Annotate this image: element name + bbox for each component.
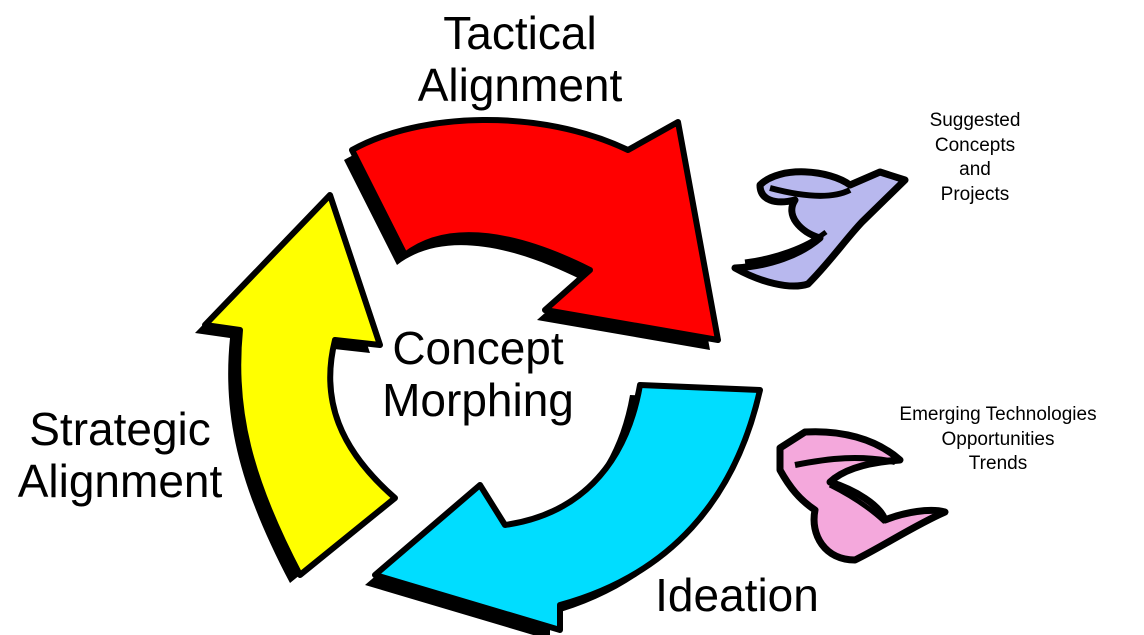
center-label-line-1: Concept — [392, 322, 564, 374]
strategic-alignment-arrow — [195, 192, 398, 583]
output-label-line-2: Concepts — [934, 134, 1016, 156]
concept-morphing-label: Concept Morphing — [368, 322, 588, 426]
ideation-label: Ideation — [632, 569, 842, 622]
ideation-label-text: Ideation — [655, 569, 819, 621]
center-label-line-2: Morphing — [382, 373, 574, 426]
tactical-label-line-2: Alignment — [417, 58, 623, 111]
input-label-line-1: Emerging Technologies — [899, 404, 1097, 425]
input-label-line-3: Trends — [968, 453, 1028, 475]
output-label: Suggested Concepts and Projects — [890, 109, 1060, 208]
strategic-label-line-2: Alignment — [17, 454, 223, 507]
output-label-line-3: and — [959, 159, 991, 181]
output-label-line-1: Suggested — [929, 110, 1021, 131]
tactical-label-line-1: Tactical — [443, 7, 597, 59]
input-label: Emerging Technologies Opportunities Tren… — [880, 403, 1116, 477]
strategic-label-line-1: Strategic — [29, 403, 211, 455]
tactical-alignment-label: Tactical Alignment — [400, 7, 640, 111]
output-swirl-arrow — [731, 168, 909, 290]
input-swirl-arrow — [776, 428, 949, 564]
input-label-line-2: Opportunities — [941, 428, 1055, 450]
strategic-alignment-label: Strategic Alignment — [5, 403, 235, 507]
output-label-line-4: Projects — [940, 184, 1010, 206]
ideation-arrow — [365, 382, 763, 635]
tactical-alignment-arrow — [344, 117, 721, 350]
